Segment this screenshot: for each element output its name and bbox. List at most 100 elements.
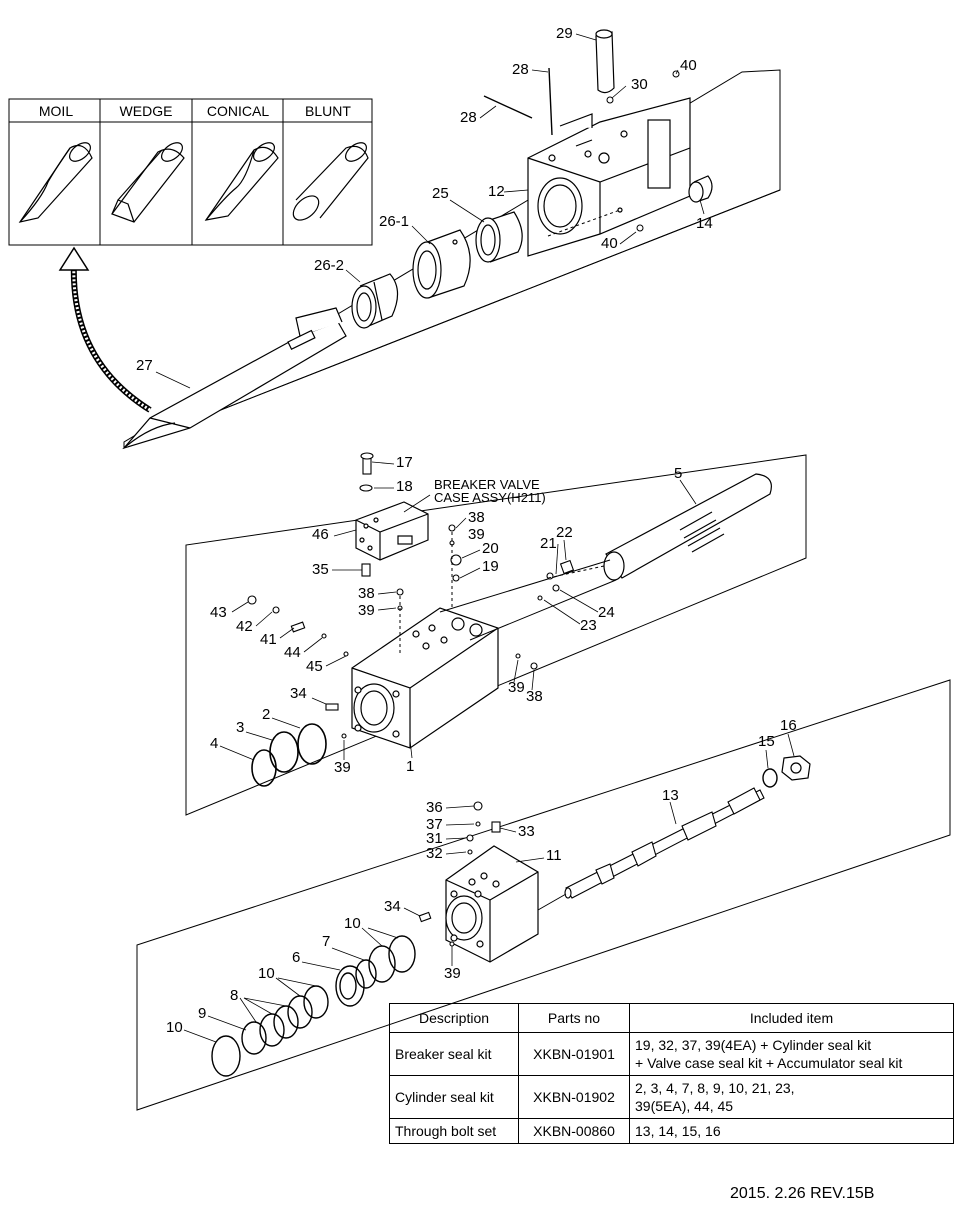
label-34-a: 34: [290, 685, 307, 702]
label-40-top: 40: [680, 57, 697, 74]
label-40-bottom: 40: [601, 235, 618, 252]
label-38-c: 38: [526, 688, 543, 705]
header-description: Description: [389, 1003, 519, 1033]
through-bolt-part-13: [564, 787, 765, 899]
blunt-tip-icon: [292, 142, 369, 221]
label-31: 31: [426, 830, 443, 847]
label-5: 5: [674, 465, 682, 482]
label-28-top: 28: [512, 61, 529, 78]
chisel-part-27: [122, 307, 347, 450]
valve-case-part-46: [355, 501, 429, 561]
label-30: 30: [631, 76, 648, 93]
tool-type-blunt: BLUNT: [305, 103, 351, 119]
revision-footer: 2015. 2.26 REV.15B: [730, 1185, 875, 1202]
label-22: 22: [556, 524, 573, 541]
label-14: 14: [696, 215, 713, 232]
label-11: 11: [546, 847, 562, 864]
row-included-items: 2, 3, 4, 7, 8, 9, 10, 21, 23, 39(5EA), 4…: [629, 1075, 954, 1119]
included-items-line1: 2, 3, 4, 7, 8, 9, 10, 21, 23,: [635, 1080, 795, 1096]
bushing-part-14: [688, 175, 713, 203]
bush-part-25: [475, 211, 523, 263]
row-part-no: XKBN-01902: [518, 1075, 630, 1119]
label-26-1: 26-1: [379, 213, 409, 230]
label-24: 24: [598, 604, 615, 621]
label-36: 36: [426, 799, 443, 816]
label-45: 45: [306, 658, 323, 675]
label-2: 2: [262, 706, 270, 723]
included-items-line2: 39(5EA), 44, 45: [635, 1098, 734, 1114]
valve-case-annotation-line2: CASE ASSY(H211): [434, 490, 546, 505]
table-row: Cylinder seal kit XKBN-01902 2, 3, 4, 7,…: [389, 1075, 954, 1119]
header-parts-no: Parts no: [518, 1003, 630, 1033]
small-parts-cylinder: [247, 452, 575, 739]
label-34-b: 34: [384, 898, 401, 915]
label-20: 20: [482, 540, 499, 557]
kit-table: Description Parts no Included item Break…: [389, 1003, 954, 1144]
row-part-no: XKBN-00860: [518, 1118, 630, 1144]
seal-part-3: [269, 731, 299, 773]
valve-case-annotation-line1: BREAKER VALVE: [434, 477, 540, 492]
bush-part-26-2: [351, 273, 399, 329]
label-23: 23: [580, 617, 597, 634]
included-items-line1: 19, 32, 37, 39(4EA) + Cylinder seal kit: [635, 1037, 872, 1053]
label-37: 37: [426, 816, 443, 833]
label-21: 21: [540, 535, 557, 552]
pin-part-29: [595, 29, 615, 94]
label-29: 29: [556, 25, 573, 42]
front-head-part-12: [527, 97, 691, 257]
label-39-d: 39: [334, 759, 351, 776]
row-included-items: 19, 32, 37, 39(4EA) + Cylinder seal kit …: [629, 1032, 954, 1076]
label-39-b: 39: [358, 602, 375, 619]
table-row: Through bolt set XKBN-00860 13, 14, 15, …: [389, 1118, 954, 1144]
row-description: Breaker seal kit: [389, 1032, 519, 1076]
curved-arrow-icon: [58, 246, 152, 413]
table-row: Breaker seal kit XKBN-01901 19, 32, 37, …: [389, 1032, 954, 1076]
label-32: 32: [426, 845, 443, 862]
seal-part-4: [251, 749, 277, 787]
included-items-line2: + Valve case seal kit + Accumulator seal…: [635, 1055, 903, 1071]
back-head-seals: [211, 935, 416, 1077]
tool-types-panel: [8, 98, 373, 246]
label-25: 25: [432, 185, 449, 202]
row-description: Cylinder seal kit: [389, 1075, 519, 1119]
label-17: 17: [396, 454, 413, 471]
label-12: 12: [488, 183, 505, 200]
plug-part-30: [606, 96, 614, 104]
label-10-b: 10: [258, 965, 275, 982]
section-cylinder-frame: [185, 454, 807, 816]
label-19: 19: [482, 558, 499, 575]
label-10-a: 10: [344, 915, 361, 932]
label-46: 46: [312, 526, 329, 543]
kit-table-header-row: Description Parts no Included item: [389, 1003, 954, 1033]
label-7: 7: [322, 933, 330, 950]
pin-part-28: [483, 67, 553, 136]
section-back-head-frame: [136, 679, 951, 1111]
washer-part-15: [762, 768, 778, 788]
part-labels: 27 26-2 26-1 25 12 28 28 29 30 40 40 14 …: [136, 25, 797, 1036]
row-description: Through bolt set: [389, 1118, 519, 1144]
label-15: 15: [758, 733, 775, 750]
seal-part-2: [297, 723, 327, 765]
label-42: 42: [236, 618, 253, 635]
label-41: 41: [260, 631, 277, 648]
included-items-line1: 13, 14, 15, 16: [635, 1123, 721, 1139]
row-part-no: XKBN-01901: [518, 1032, 630, 1076]
tool-type-moil: MOIL: [39, 103, 73, 119]
label-4: 4: [210, 735, 218, 752]
label-33: 33: [518, 823, 535, 840]
bush-part-26-1: [412, 229, 471, 299]
back-head-part-11: [445, 845, 539, 963]
label-38-b: 38: [358, 585, 375, 602]
conical-tip-icon: [204, 142, 279, 221]
label-43: 43: [210, 604, 227, 621]
label-9: 9: [198, 1005, 206, 1022]
header-included-item: Included item: [629, 1003, 954, 1033]
cylinder-part-1: [351, 607, 499, 749]
label-10-c: 10: [166, 1019, 183, 1036]
label-39-c: 39: [508, 679, 525, 696]
label-26-2: 26-2: [314, 257, 344, 274]
label-6: 6: [292, 949, 300, 966]
label-8: 8: [230, 987, 238, 1004]
label-18: 18: [396, 478, 413, 495]
wedge-tip-icon: [111, 142, 185, 223]
